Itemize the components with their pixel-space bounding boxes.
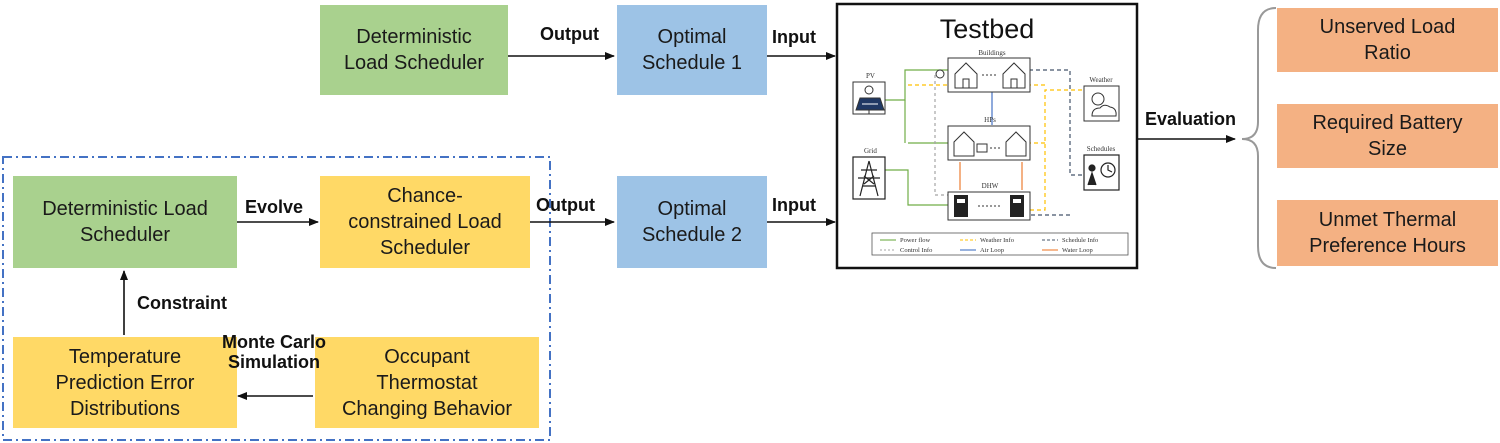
testbed-schedules-label: Schedules <box>1087 145 1116 153</box>
testbed-buildings-label: Buildings <box>978 49 1006 57</box>
house-icon <box>954 62 1026 89</box>
legend-air-loop: Air Loop <box>980 247 1004 254</box>
legend-weather-info: Weather Info <box>980 237 1014 244</box>
label-input-bottom: Input <box>772 195 816 215</box>
stochastic-group-border <box>2 156 551 441</box>
chance-constrained-scheduler: Chance- constrained Load Scheduler <box>320 176 530 268</box>
evaluation-brace <box>1241 7 1277 269</box>
legend-water-loop: Water Loop <box>1062 247 1093 254</box>
thermostat-icon <box>935 69 945 79</box>
solar-panel-icon <box>852 81 886 115</box>
legend-power-flow: Power flow <box>900 237 930 244</box>
legend-schedule-info: Schedule Info <box>1062 237 1098 244</box>
label-evolve: Evolve <box>245 197 304 217</box>
power-tower-icon <box>852 156 886 200</box>
testbed-legend <box>871 232 1129 256</box>
optimal-schedule-2: Optimal Schedule 2 <box>617 176 767 268</box>
label-output-top: Output <box>540 24 599 44</box>
label-input-top: Input <box>772 27 816 47</box>
schedule-icon <box>1083 154 1120 191</box>
testbed-dhw-label: DHW <box>982 182 999 190</box>
label-monte-carlo: Monte Carlo Simulation <box>222 332 327 372</box>
output-unmet-thermal-hours: Unmet Thermal Preference Hours <box>1277 200 1498 266</box>
deterministic-scheduler-top: Deterministic Load Scheduler <box>320 5 508 95</box>
label-output-bottom: Output <box>536 195 595 215</box>
label-constraint: Constraint <box>137 293 227 313</box>
legend-entries <box>880 239 1058 251</box>
testbed-pv-label: PV <box>866 72 875 80</box>
occupant-thermostat-behavior: Occupant Thermostat Changing Behavior <box>315 337 539 428</box>
testbed-grid-label: Grid <box>864 147 877 155</box>
optimal-schedule-1: Optimal Schedule 1 <box>617 5 767 95</box>
testbed-weather-label: Weather <box>1089 76 1113 84</box>
output-required-battery-size: Required Battery Size <box>1277 104 1498 168</box>
temperature-prediction-error: Temperature Prediction Error Distributio… <box>13 337 237 428</box>
weather-icon <box>1083 85 1120 122</box>
label-evaluation: Evaluation <box>1145 109 1237 129</box>
deterministic-scheduler-bottom: Deterministic Load Scheduler <box>13 176 237 268</box>
testbed-title: Testbed <box>940 14 1035 44</box>
output-unserved-load-ratio: Unserved Load Ratio <box>1277 8 1498 72</box>
water-heater-icon <box>954 195 1024 217</box>
testbed-hps-label: HPs <box>984 116 996 124</box>
heat-pump-icon <box>953 131 1027 157</box>
legend-control-info: Control Info <box>900 247 932 254</box>
